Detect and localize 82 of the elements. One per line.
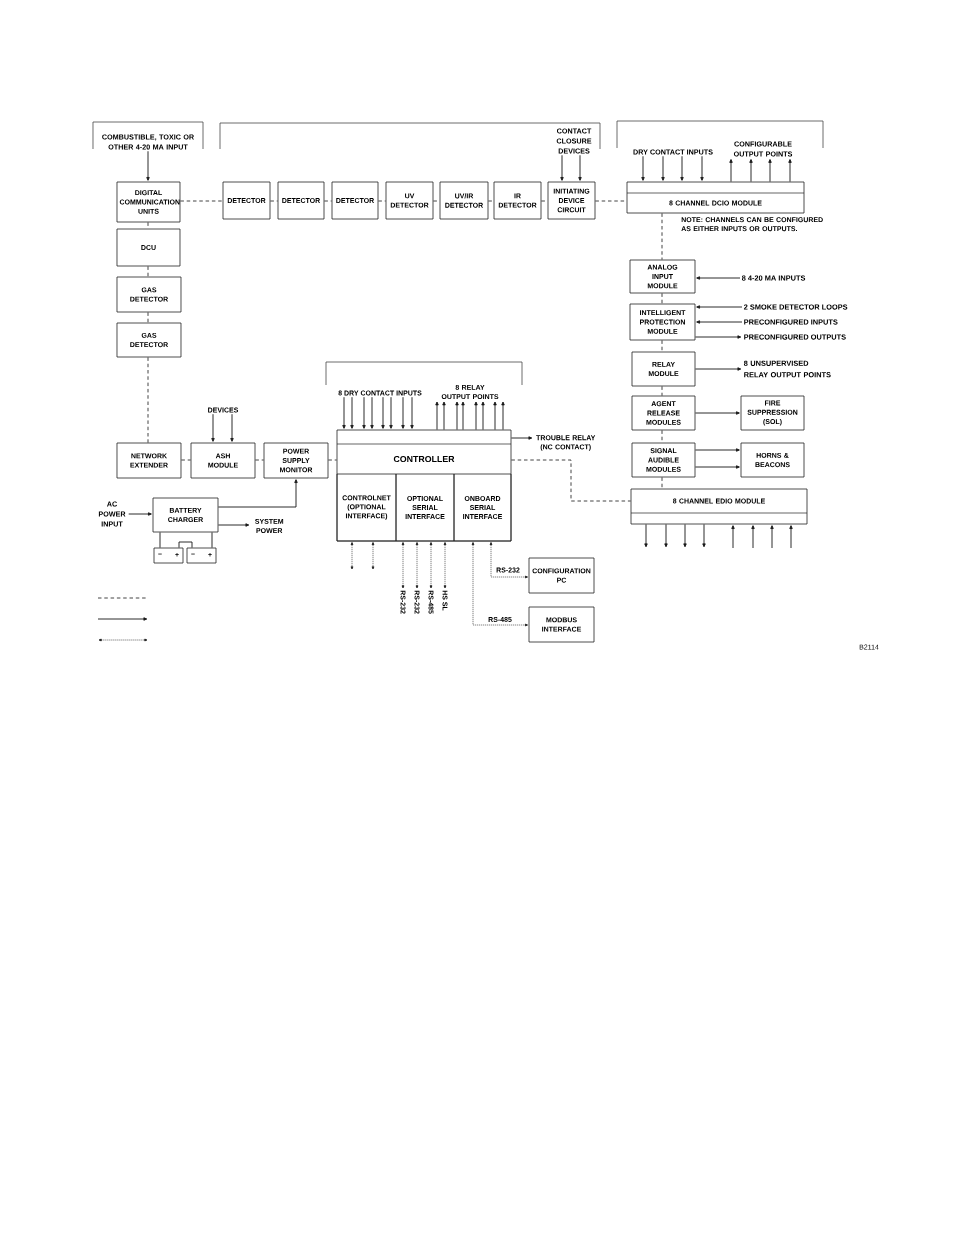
arrow: [770, 525, 774, 549]
arrow: [146, 150, 150, 181]
dotted-arrow: [489, 542, 528, 579]
arrow: [749, 159, 753, 183]
arrow: [751, 525, 755, 549]
dashed-line: [595, 200, 627, 202]
arrow: [731, 525, 735, 549]
dotted-arrow: [371, 542, 375, 570]
dashed-line: [180, 200, 223, 202]
arrow: [410, 396, 414, 429]
dashed-line: [255, 459, 264, 461]
wire: [211, 531, 213, 549]
dashed-line: [661, 340, 663, 352]
arrow: [442, 401, 446, 431]
arrow: [350, 396, 354, 429]
arrow: [481, 401, 485, 431]
dashed-line: [147, 312, 149, 323]
dashed-line: [661, 213, 663, 260]
arrow: [696, 276, 741, 280]
arrow: [435, 401, 439, 431]
arrow: [461, 401, 465, 431]
arrow: [694, 411, 740, 415]
wire: [178, 541, 193, 549]
arrow: [370, 396, 374, 429]
arrow: [230, 413, 234, 442]
dashed-line: [541, 200, 548, 202]
dotted-arrow: [350, 542, 354, 570]
arrow: [680, 155, 684, 181]
arrow: [342, 396, 346, 429]
dotted-arrow: [401, 542, 405, 589]
dotted-arrow: [429, 542, 433, 589]
arrow: [641, 155, 645, 181]
arrow: [211, 413, 215, 442]
dashed-line: [147, 222, 149, 229]
arrow: [694, 448, 740, 452]
arrow: [510, 436, 533, 440]
arrow: [493, 401, 497, 431]
arrow: [474, 401, 478, 431]
arrow: [700, 155, 704, 181]
arrow: [768, 159, 772, 183]
dashed-line: [270, 200, 278, 202]
dashed-line: [147, 357, 149, 443]
dotted-arrow: [415, 542, 419, 589]
arrow: [729, 159, 733, 183]
arrow: [694, 367, 742, 371]
arrow: [661, 155, 665, 181]
dashed-line: [488, 200, 494, 202]
dashed-line: [324, 200, 332, 202]
arrow: [389, 396, 393, 429]
arrow: [455, 401, 459, 431]
arrow: [217, 479, 298, 508]
arrow: [381, 396, 385, 429]
arrow: [702, 523, 706, 548]
arrow: [501, 401, 505, 431]
dashed-line: [181, 459, 191, 461]
arrow: [694, 335, 742, 339]
dotted-arrow: [443, 542, 447, 589]
arrow: [362, 396, 366, 429]
arrow: [788, 159, 792, 183]
dashed-line: [147, 266, 149, 277]
arrow: [696, 320, 743, 324]
wire: [159, 531, 161, 549]
arrow: [578, 154, 582, 181]
arrow: [789, 525, 793, 549]
arrow: [696, 305, 743, 309]
dashed-line: [328, 459, 337, 461]
dashed-line: [661, 430, 663, 443]
dashed-line: [433, 200, 440, 202]
arrow: [644, 523, 648, 548]
arrow: [128, 512, 152, 516]
arrow: [217, 523, 250, 527]
arrow: [560, 154, 564, 181]
arrow: [401, 396, 405, 429]
dashed-line: [661, 477, 663, 489]
dotted-arrow: [471, 542, 528, 627]
dashed-line: [511, 459, 631, 502]
arrow: [664, 523, 668, 548]
arrow: [683, 523, 687, 548]
dashed-line: [378, 200, 386, 202]
arrow: [694, 465, 740, 469]
dashed-line: [661, 386, 663, 396]
dashed-line: [661, 293, 663, 304]
